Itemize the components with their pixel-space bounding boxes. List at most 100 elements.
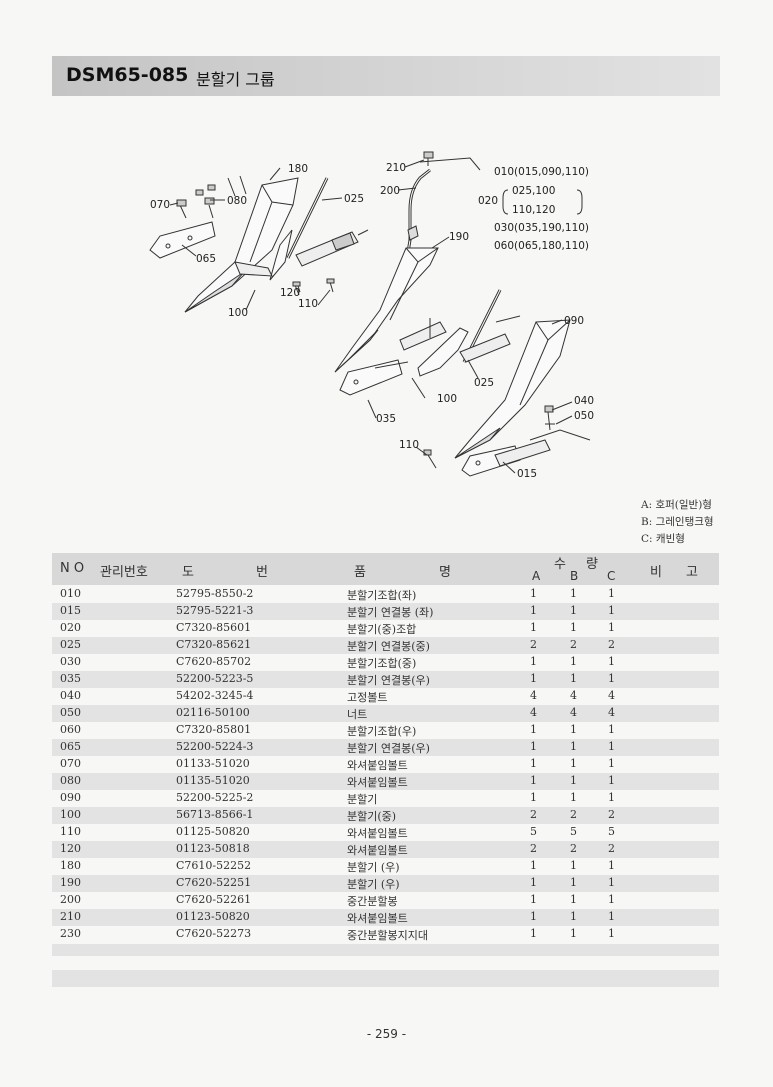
cell-no: 020 xyxy=(60,621,81,634)
cell-no: 040 xyxy=(60,689,81,702)
kit-020-line1: 025,100 xyxy=(512,185,555,197)
callout-025-middle: 025 xyxy=(474,377,494,389)
cell-qty-b: 1 xyxy=(570,927,577,940)
page-code: DSM65-085 xyxy=(66,64,189,86)
cell-qty-b: 1 xyxy=(570,740,577,753)
callout-090: 090 xyxy=(564,315,584,327)
callout-100-middle: 100 xyxy=(437,393,457,405)
cell-qty-c: 2 xyxy=(608,638,615,651)
cell-qty-c: 2 xyxy=(608,808,615,821)
cell-qty-b: 1 xyxy=(570,672,577,685)
cell-part-name: 분할기 연결봉(중) xyxy=(347,640,430,653)
cell-qty-c: 1 xyxy=(608,876,615,889)
cell-no: 060 xyxy=(60,723,81,736)
cell-no: 025 xyxy=(60,638,81,651)
cell-part-name: 와셔붙임볼트 xyxy=(347,827,408,840)
page-title: 분할기 그룹 xyxy=(196,70,275,89)
cell-qty-c: 1 xyxy=(608,604,615,617)
callout-200: 200 xyxy=(380,185,400,197)
header-remark-1: 비 xyxy=(650,565,662,580)
kit-060: 060(065,180,110) xyxy=(494,240,589,252)
cell-no: 090 xyxy=(60,791,81,804)
callout-050: 050 xyxy=(574,410,594,422)
cell-part-name: 분할기 연결봉(우) xyxy=(347,742,430,755)
cell-qty-c: 1 xyxy=(608,893,615,906)
callout-110-right: 110 xyxy=(399,439,419,451)
cell-qty-c: 1 xyxy=(608,927,615,940)
cell-part-name: 분할기 연결봉(우) xyxy=(347,674,430,687)
header-qty-2: 량 xyxy=(586,557,598,572)
callout-035: 035 xyxy=(376,413,396,425)
cell-part-number: 01135-51020 xyxy=(176,774,250,787)
cell-qty-a: 1 xyxy=(530,876,537,889)
cell-qty-a: 4 xyxy=(530,689,537,702)
callout-180: 180 xyxy=(288,163,308,175)
cell-part-name: 와셔붙임볼트 xyxy=(347,912,408,925)
cell-qty-b: 2 xyxy=(570,842,577,855)
kit-010: 010(015,090,110) xyxy=(494,166,589,178)
cell-qty-b: 1 xyxy=(570,621,577,634)
cell-qty-a: 1 xyxy=(530,604,537,617)
cell-qty-c: 1 xyxy=(608,655,615,668)
title-bar xyxy=(52,56,720,96)
cell-no: 065 xyxy=(60,740,81,753)
cell-part-name: 와셔붙임볼트 xyxy=(347,844,408,857)
cell-part-name: 너트 xyxy=(347,708,368,721)
cell-qty-b: 4 xyxy=(570,706,577,719)
callout-110-left: 110 xyxy=(298,298,318,310)
callout-080: 080 xyxy=(227,195,247,207)
cell-part-name: 분할기 연결봉 (좌) xyxy=(347,606,434,619)
cell-part-number: 52795-8550-2 xyxy=(176,587,254,600)
cell-part-number: 54202-3245-4 xyxy=(176,689,254,702)
cell-qty-b: 1 xyxy=(570,774,577,787)
cell-part-name: 중간분할봉지지대 xyxy=(347,929,428,942)
callout-065: 065 xyxy=(196,253,216,265)
cell-qty-a: 2 xyxy=(530,638,537,651)
callout-025-left: 025 xyxy=(344,193,364,205)
cell-no: 035 xyxy=(60,672,81,685)
cell-part-number: C7610-52252 xyxy=(176,859,252,872)
cell-qty-a: 1 xyxy=(530,893,537,906)
header-b: B xyxy=(570,569,579,583)
cell-qty-a: 5 xyxy=(530,825,537,838)
cell-qty-c: 1 xyxy=(608,740,615,753)
header-name: 명 xyxy=(439,565,451,580)
callout-100-left: 100 xyxy=(228,307,248,319)
cell-qty-b: 1 xyxy=(570,604,577,617)
cell-part-number: 02116-50100 xyxy=(176,706,250,719)
cell-qty-a: 1 xyxy=(530,621,537,634)
cell-no: 190 xyxy=(60,876,81,889)
cell-part-name: 와셔붙임볼트 xyxy=(347,759,408,772)
cell-part-name: 분할기(중) xyxy=(347,810,397,823)
cell-qty-a: 1 xyxy=(530,859,537,872)
cell-qty-a: 4 xyxy=(530,706,537,719)
cell-no: 100 xyxy=(60,808,81,821)
header-mgmt-no: 관리번호 xyxy=(100,565,148,580)
cell-part-number: 01125-50820 xyxy=(176,825,250,838)
cell-part-number: C7620-52261 xyxy=(176,893,252,906)
cell-qty-a: 1 xyxy=(530,791,537,804)
header-number: 번 xyxy=(256,565,268,580)
legend-a: A: 호퍼(일반)형 xyxy=(641,499,712,511)
cell-qty-c: 1 xyxy=(608,774,615,787)
cell-qty-b: 1 xyxy=(570,655,577,668)
header-a: A xyxy=(532,569,541,583)
page-number: - 259 - xyxy=(366,1027,407,1041)
callout-190: 190 xyxy=(449,231,469,243)
cell-part-name: 분할기(중)조합 xyxy=(347,623,417,636)
cell-part-number: 52200-5223-5 xyxy=(176,672,254,685)
cell-part-name: 분할기 (우) xyxy=(347,878,400,891)
cell-qty-a: 1 xyxy=(530,723,537,736)
kit-020: 020 xyxy=(478,195,498,207)
cell-qty-a: 2 xyxy=(530,842,537,855)
header-remark-2: 고 xyxy=(686,565,698,580)
